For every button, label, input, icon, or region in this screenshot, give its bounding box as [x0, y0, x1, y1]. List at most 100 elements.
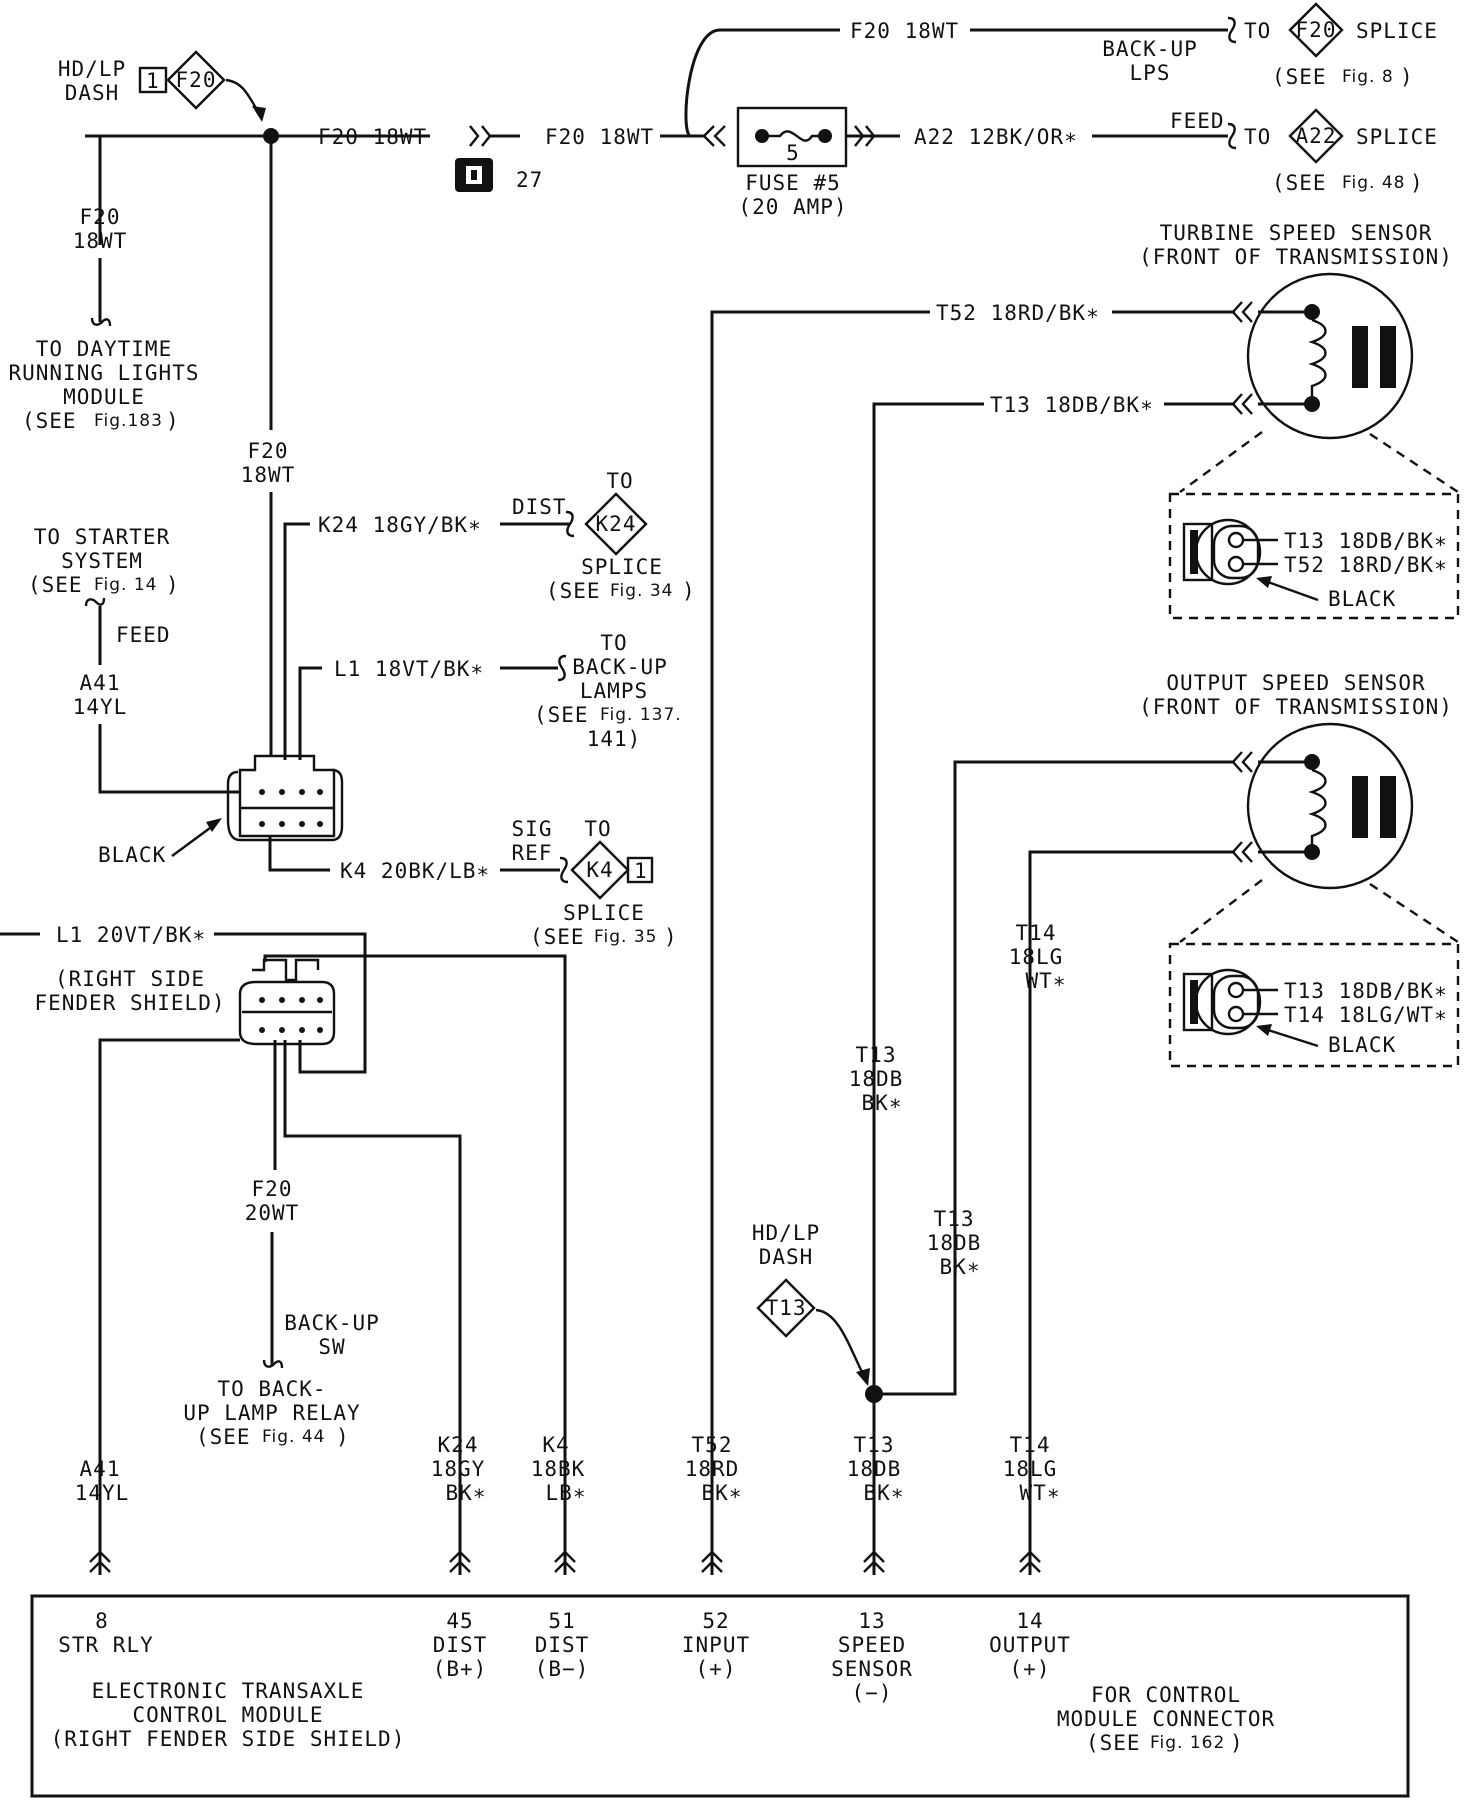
starter-label: ) — [166, 573, 180, 597]
fuse-terminal — [755, 129, 769, 143]
starter-label: TO STARTER — [34, 525, 170, 549]
starter-label: Fig. 14 — [94, 575, 158, 595]
connector-27-label: 27 — [516, 168, 543, 192]
backup-relay-label: (SEE — [196, 1425, 251, 1449]
backup-relay-label: ) — [336, 1425, 350, 1449]
a22-splice-diamond-label: A22 — [1296, 124, 1337, 148]
black-label: BLACK — [1328, 1033, 1396, 1057]
black-label: BLACK — [1328, 587, 1396, 611]
f20-label: F20 — [248, 439, 289, 463]
pin-label: SENSOR — [831, 1657, 913, 1681]
k24-diamond — [584, 492, 648, 556]
for-control-label: Fig. 162 — [1150, 1733, 1225, 1753]
for-control-label: ) — [1230, 1731, 1244, 1755]
drl-label: Fig.183 — [94, 411, 163, 431]
arrowhead — [206, 818, 222, 832]
see-fig-35: Fig. 35 — [594, 927, 658, 947]
output-speed-sensor — [1246, 722, 1414, 890]
t14-label: WT∗ — [1026, 969, 1067, 993]
k4-diamond-label: K4 — [586, 858, 613, 882]
arrowhead — [1256, 1024, 1272, 1036]
hd-lp-dash-label: DASH — [65, 81, 120, 105]
backup-relay-label: TO BACK- — [217, 1377, 326, 1401]
connector-housing — [252, 958, 320, 982]
t13-vertical-label: BK∗ — [940, 1255, 981, 1279]
bottom-wire-label: WT∗ — [1020, 1481, 1061, 1505]
top-section: HD/LP DASH 1 F20 F20 18WT F20 18WT 27 F2… — [58, 2, 1438, 219]
bottom-wire-label: K24 — [438, 1433, 479, 1457]
pin-box — [138, 66, 168, 94]
wire — [268, 836, 330, 872]
splice-label: SPLICE — [1356, 125, 1438, 149]
f20-label: 18WT — [241, 463, 296, 487]
connector-symbol — [1231, 301, 1253, 323]
connector-symbol — [469, 125, 492, 147]
to-label: TO — [606, 469, 633, 493]
fuse-label: FUSE #5 — [745, 171, 841, 195]
sensor-terminal — [1304, 844, 1320, 860]
bottom-wire-label: LB∗ — [546, 1481, 587, 1505]
hd-lp-dash-label: HD/LP — [58, 57, 126, 81]
bottom-wire-label: T14 — [1010, 1433, 1051, 1457]
pin-leader — [1244, 538, 1278, 566]
backup-relay-label: Fig. 44 — [262, 1427, 326, 1447]
see-fig-8: Fig. 8 — [1342, 67, 1394, 87]
pin-label: STR RLY — [58, 1633, 154, 1657]
t13-vertical-label: T13 — [934, 1207, 975, 1231]
pin-label: 45 — [446, 1609, 473, 1633]
bottom-wire-label: 18GY — [431, 1457, 486, 1481]
right-side-label: (RIGHT SIDE — [55, 967, 205, 991]
splice-label: SPLICE — [563, 901, 645, 925]
pin-label: (+) — [696, 1657, 737, 1681]
a41-label: A41 — [80, 671, 121, 695]
starter-label: SYSTEM — [61, 549, 143, 573]
f20-20wt-label: 20WT — [245, 1201, 300, 1225]
to-label: TO — [584, 817, 611, 841]
pin-label: 8 — [95, 1609, 109, 1633]
pin-label: 51 — [548, 1609, 575, 1633]
bottom-wire-label: T52 — [692, 1433, 733, 1457]
module-name: CONTROL MODULE — [132, 1703, 323, 1727]
pin-leader — [1244, 988, 1278, 1016]
f20-20wt-label: F20 — [252, 1177, 293, 1201]
fuse-terminal — [818, 129, 832, 143]
pointer-line — [1267, 580, 1319, 602]
turbine-sensor-title: (FRONT OF TRANSMISSION) — [1139, 245, 1453, 269]
bottom-section: A41 14YL K24 18GY BK∗ K4 18BK LB∗ T52 18… — [30, 1394, 1410, 1798]
for-control-label: MODULE CONNECTOR — [1057, 1707, 1275, 1731]
t13-vertical-label: 18DB — [849, 1067, 904, 1091]
see-fig-34: Fig. 34 — [610, 581, 674, 601]
f20-diamond — [166, 50, 226, 110]
pin-label: (B+) — [433, 1657, 488, 1681]
see-fig-48: (SEE — [1272, 171, 1327, 195]
backup-relay-label: UP LAMP RELAY — [183, 1401, 360, 1425]
t52-label: T52 18RD/BK∗ — [936, 301, 1100, 325]
sig-ref-label: REF — [512, 841, 553, 865]
wire-break — [262, 1359, 284, 1369]
f20-splice-diamond — [1288, 2, 1344, 58]
wire-label-f20: F20 18WT — [850, 19, 959, 43]
drl-label: MODULE — [63, 385, 145, 409]
connector-pin-label: T52 18RD/BK∗ — [1284, 553, 1448, 577]
k24-diamond-label: K24 — [596, 512, 637, 536]
wire — [298, 666, 322, 760]
pin-label: INPUT — [682, 1633, 750, 1657]
connector-pin-label: T13 18DB/BK∗ — [1284, 979, 1448, 1003]
connector-symbol — [702, 125, 726, 147]
pin-number: 1 — [634, 859, 648, 883]
pin-label: (+) — [1010, 1657, 1051, 1681]
sensor-magnet — [1352, 326, 1368, 388]
hd-lp-dash-label: HD/LP — [752, 1221, 820, 1245]
connector-housing — [238, 980, 336, 1046]
see-fig-35: ) — [664, 925, 678, 949]
f20-label: 18WT — [73, 229, 128, 253]
backup-lamps-label: (SEE — [534, 703, 589, 727]
see-fig-34: (SEE — [546, 579, 601, 603]
fuse-element — [762, 130, 828, 142]
feed-label: FEED — [1170, 109, 1225, 133]
zoom-line — [1179, 879, 1459, 944]
wire — [684, 28, 840, 138]
a22-splice-diamond — [1288, 108, 1344, 164]
wire — [98, 1038, 240, 1575]
pin-label: SPEED — [838, 1633, 906, 1657]
